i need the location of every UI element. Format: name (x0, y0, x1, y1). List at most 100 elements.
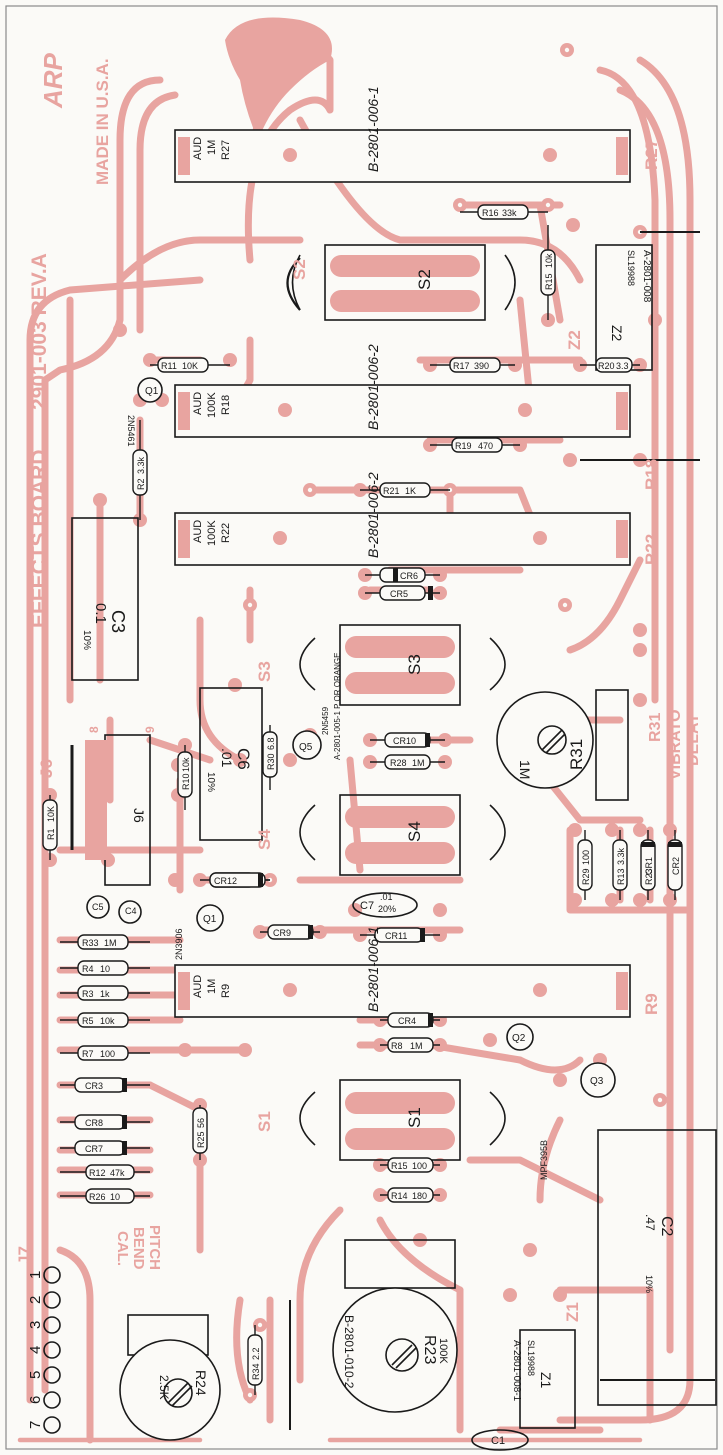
switch-s3 (299, 624, 506, 706)
label-r9: R9 (642, 993, 661, 1015)
r12-value: 47k (110, 1168, 125, 1178)
j7-pin-7: 7 (27, 1421, 44, 1429)
r25-value: 56 (196, 1118, 206, 1128)
c1-ref: C1 (491, 1435, 505, 1447)
trimmer-r31 (496, 689, 629, 801)
capacitor-c1 (471, 1429, 529, 1451)
r10-ref: R10 (181, 773, 191, 790)
pot-r9-code: B-2801-006-1 (365, 926, 381, 1012)
r1-value: 10K (46, 806, 56, 822)
j7-pin-numbers: 1 2 3 4 5 6 7 (27, 1271, 44, 1429)
capacitor-labels: C3 0.1 10% C6 .01 10% C7 .01 20% C2 .47 … (81, 603, 675, 1447)
copper-pour (225, 17, 332, 140)
switch-s2 (291, 244, 516, 321)
pot-r18-value: 100K (206, 392, 218, 418)
pot-r18 (174, 384, 631, 438)
resistor-bodies (60, 204, 640, 1204)
cr6-label: CR6 (400, 571, 418, 581)
r8-value: 1M (410, 1041, 423, 1051)
j7-pin-4: 4 (27, 1346, 44, 1354)
c5-ref: C5 (92, 902, 104, 912)
z2-alt: SL19988 (626, 250, 636, 286)
cr2-label: CR2 (671, 857, 681, 875)
cr3-label: CR3 (85, 1081, 103, 1091)
r20-value: 3.3 (616, 361, 629, 371)
r7-ref: R7 (82, 1049, 94, 1059)
label-vibrato: VIBRATO (667, 709, 684, 780)
r25-ref: R25 (196, 1131, 206, 1148)
connector-j6 (70, 734, 151, 886)
label-s3: S3 (255, 661, 274, 682)
arp-logo: ARP (38, 52, 68, 109)
r5-ref: R5 (82, 1016, 94, 1026)
c7-value: .01 (380, 892, 393, 902)
r33-ref: R33 (82, 938, 99, 948)
r23-ref: R23 (644, 868, 654, 885)
label-s1: S1 (255, 1111, 274, 1132)
transistor-q1-bottom (196, 904, 224, 932)
c3-ref: C3 (108, 610, 128, 633)
switch-s4-label: S4 (405, 821, 424, 842)
r11-ref: R11 (161, 361, 177, 371)
pot-r9-value: 1M (206, 979, 218, 994)
cr8-label: CR8 (85, 1118, 103, 1128)
pot-r22-ref: R22 (220, 523, 232, 543)
q2-ref: Q2 (512, 1033, 526, 1044)
resistor-labels: R16 33k R15 10k R11 10K R17 390 R20 3.3 … (46, 208, 654, 1380)
pot-r22 (174, 512, 631, 566)
r29-ref: R29 (581, 868, 591, 885)
switch-s3-label: S3 (405, 654, 424, 675)
r10-value: 10k (181, 757, 191, 772)
switch-s4 (299, 794, 506, 876)
label-j6: J6 (37, 759, 56, 778)
pot-r18-code: B-2801-006-2 (365, 344, 381, 430)
r15b-ref: R15 (391, 1161, 408, 1171)
c7-tol: 20% (378, 904, 396, 914)
pot-r18-ref: R18 (220, 395, 232, 415)
capacitor-c6 (199, 687, 263, 841)
r24-ref: R24 (193, 1370, 209, 1396)
zener-labels: Z2 SL19988 A-2801-008 Z1 SL19988 A-2801-… (511, 250, 652, 1402)
diode-labels: CR6 CR5 CR10 CR12 CR9 CR11 CR4 CR3 CR8 C… (85, 571, 681, 1154)
pot-r27-taper: AUD (192, 137, 204, 160)
j7-pin-3: 3 (27, 1321, 44, 1329)
resistor-bodies-vertical (42, 225, 683, 1395)
q3-type: MPF395B (539, 1140, 549, 1180)
r20-ref: R20 (598, 361, 615, 371)
transistor-q3 (580, 1062, 616, 1098)
pad-holes (247, 47, 663, 1398)
r14-ref: R14 (391, 1191, 408, 1201)
jumper-wire (286, 257, 301, 311)
transistor-labels: Q1 2N5461 Q5 2N5459 A-2801-005-1 P OR OR… (126, 386, 604, 1180)
c6-tol: 10% (205, 772, 216, 792)
label-r31: R31 (647, 713, 664, 742)
r13-value: 3.3k (616, 847, 626, 865)
q3-ref: Q3 (590, 1076, 604, 1087)
c6-value: .01 (219, 748, 235, 768)
r1-ref: R1 (46, 828, 56, 840)
r23-ref: R23 (421, 1335, 438, 1364)
capacitor-c3 (71, 517, 139, 681)
pot-r22-taper: AUD (192, 520, 204, 543)
cr7-label: CR7 (85, 1144, 103, 1154)
r31-value: 1M (517, 760, 533, 779)
label-r22: R22 (642, 534, 661, 565)
r17-value: 390 (474, 361, 489, 371)
r34-ref: R34 (251, 1363, 261, 1380)
r3-ref: R3 (82, 989, 94, 999)
r13-ref: R13 (616, 868, 626, 885)
r34-value: 2.2 (251, 1347, 261, 1360)
r15-ref: R15 (544, 273, 554, 290)
r16-ref: R16 (482, 208, 499, 218)
r16-value: 33k (502, 208, 517, 218)
label-r27: R27 (642, 139, 661, 170)
z1-alt: SL19988 (526, 1340, 536, 1376)
r14-value: 180 (412, 1191, 427, 1201)
transistor-q2 (506, 1023, 534, 1051)
board-title: EFFECTS BOARD (28, 450, 51, 629)
switch-labels: S2 S3 S4 S1 (405, 269, 434, 1128)
connector-j7-pads (43, 1266, 61, 1434)
cr9-label: CR9 (273, 928, 291, 938)
q5-type: 2N5459 (321, 706, 330, 735)
